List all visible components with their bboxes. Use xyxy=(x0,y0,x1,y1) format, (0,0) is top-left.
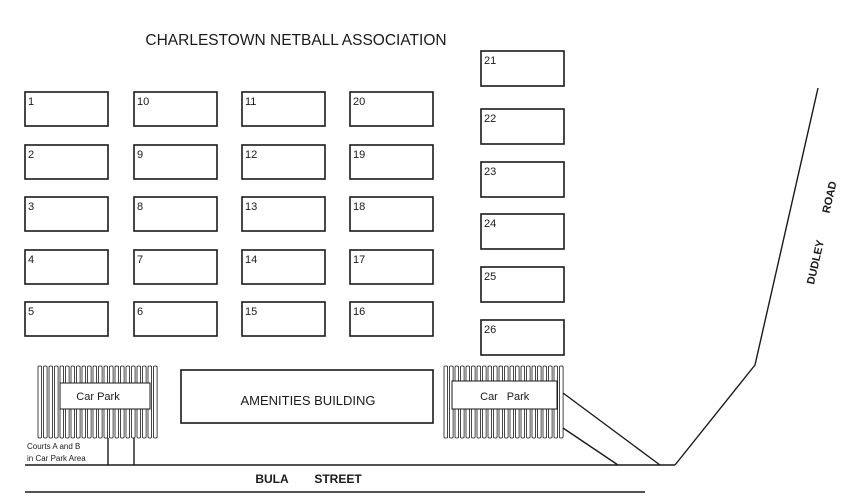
court-13: 13 xyxy=(241,196,326,232)
court-25: 25 xyxy=(480,266,565,303)
court-21: 21 xyxy=(480,50,565,87)
car-park-left: Car Park xyxy=(37,365,158,439)
car-park-right-label-park: Park xyxy=(507,391,530,403)
court-8: 8 xyxy=(133,196,218,232)
court-number: 6 xyxy=(137,306,143,318)
court-18: 18 xyxy=(349,196,434,232)
court-number: 13 xyxy=(245,201,257,213)
courts-layer: 1234510987611121314152019181716212223242… xyxy=(24,50,565,356)
court-19: 19 xyxy=(349,144,434,180)
court-number: 14 xyxy=(245,254,257,266)
court-number: 20 xyxy=(353,96,365,108)
road-name-dudley: DUDLEY xyxy=(805,238,827,285)
court-23: 23 xyxy=(480,161,565,198)
court-12: 12 xyxy=(241,144,326,180)
amenities-building: AMENITIES BUILDING xyxy=(180,369,434,424)
court-5: 5 xyxy=(24,301,109,337)
court-26: 26 xyxy=(480,319,565,356)
court-number: 11 xyxy=(245,96,256,108)
court-number: 23 xyxy=(484,166,496,178)
road-name-road: ROAD xyxy=(821,180,840,214)
court-number: 4 xyxy=(28,254,34,266)
court-number: 9 xyxy=(137,149,143,161)
court-24: 24 xyxy=(480,213,565,250)
court-22: 22 xyxy=(480,108,565,145)
court-7: 7 xyxy=(133,249,218,285)
court-number: 5 xyxy=(28,306,34,318)
driveway-edge-1 xyxy=(562,392,661,466)
court-number: 18 xyxy=(353,201,365,213)
courts-ab-note-line1: Courts A and B xyxy=(27,442,80,451)
court-6: 6 xyxy=(133,301,218,337)
court-number: 25 xyxy=(484,271,496,283)
dudley-road-edge xyxy=(674,87,819,466)
car-park-right: Car Park xyxy=(443,365,564,439)
court-2: 2 xyxy=(24,144,109,180)
map-title: CHARLESTOWN NETBALL ASSOCIATION xyxy=(145,32,446,49)
court-number: 15 xyxy=(245,306,257,318)
courts-ab-note-line2: in Car Park Area xyxy=(27,454,86,463)
court-number: 12 xyxy=(245,149,257,161)
court-number: 21 xyxy=(484,55,496,67)
car-park-right-label-car: Car xyxy=(480,391,498,403)
court-number: 3 xyxy=(28,201,34,213)
court-number: 17 xyxy=(353,254,365,266)
court-number: 1 xyxy=(28,96,34,108)
court-17: 17 xyxy=(349,249,434,285)
court-1: 1 xyxy=(24,91,109,127)
court-4: 4 xyxy=(24,249,109,285)
court-number: 19 xyxy=(353,149,365,161)
amenities-label: AMENITIES BUILDING xyxy=(240,393,375,408)
court-11: 11 xyxy=(241,91,326,127)
court-number: 22 xyxy=(484,113,496,125)
driveway-edge-2 xyxy=(562,427,619,466)
court-number: 8 xyxy=(137,201,143,213)
court-number: 16 xyxy=(353,306,365,318)
court-16: 16 xyxy=(349,301,434,337)
court-number: 7 xyxy=(137,254,143,266)
court-9: 9 xyxy=(133,144,218,180)
car-park-left-label: Car Park xyxy=(76,391,120,403)
court-number: 10 xyxy=(137,96,149,108)
street-name-street: STREET xyxy=(314,472,362,486)
court-3: 3 xyxy=(24,196,109,232)
street-name-bula: BULA xyxy=(255,472,289,486)
court-number: 24 xyxy=(484,218,496,230)
court-20: 20 xyxy=(349,91,434,127)
court-10: 10 xyxy=(133,91,218,127)
court-15: 15 xyxy=(241,301,326,337)
court-14: 14 xyxy=(241,249,326,285)
courts-ab-note: Courts A and B in Car Park Area xyxy=(27,438,135,465)
roads xyxy=(25,87,819,493)
court-number: 2 xyxy=(28,149,34,161)
court-number: 26 xyxy=(484,324,496,336)
